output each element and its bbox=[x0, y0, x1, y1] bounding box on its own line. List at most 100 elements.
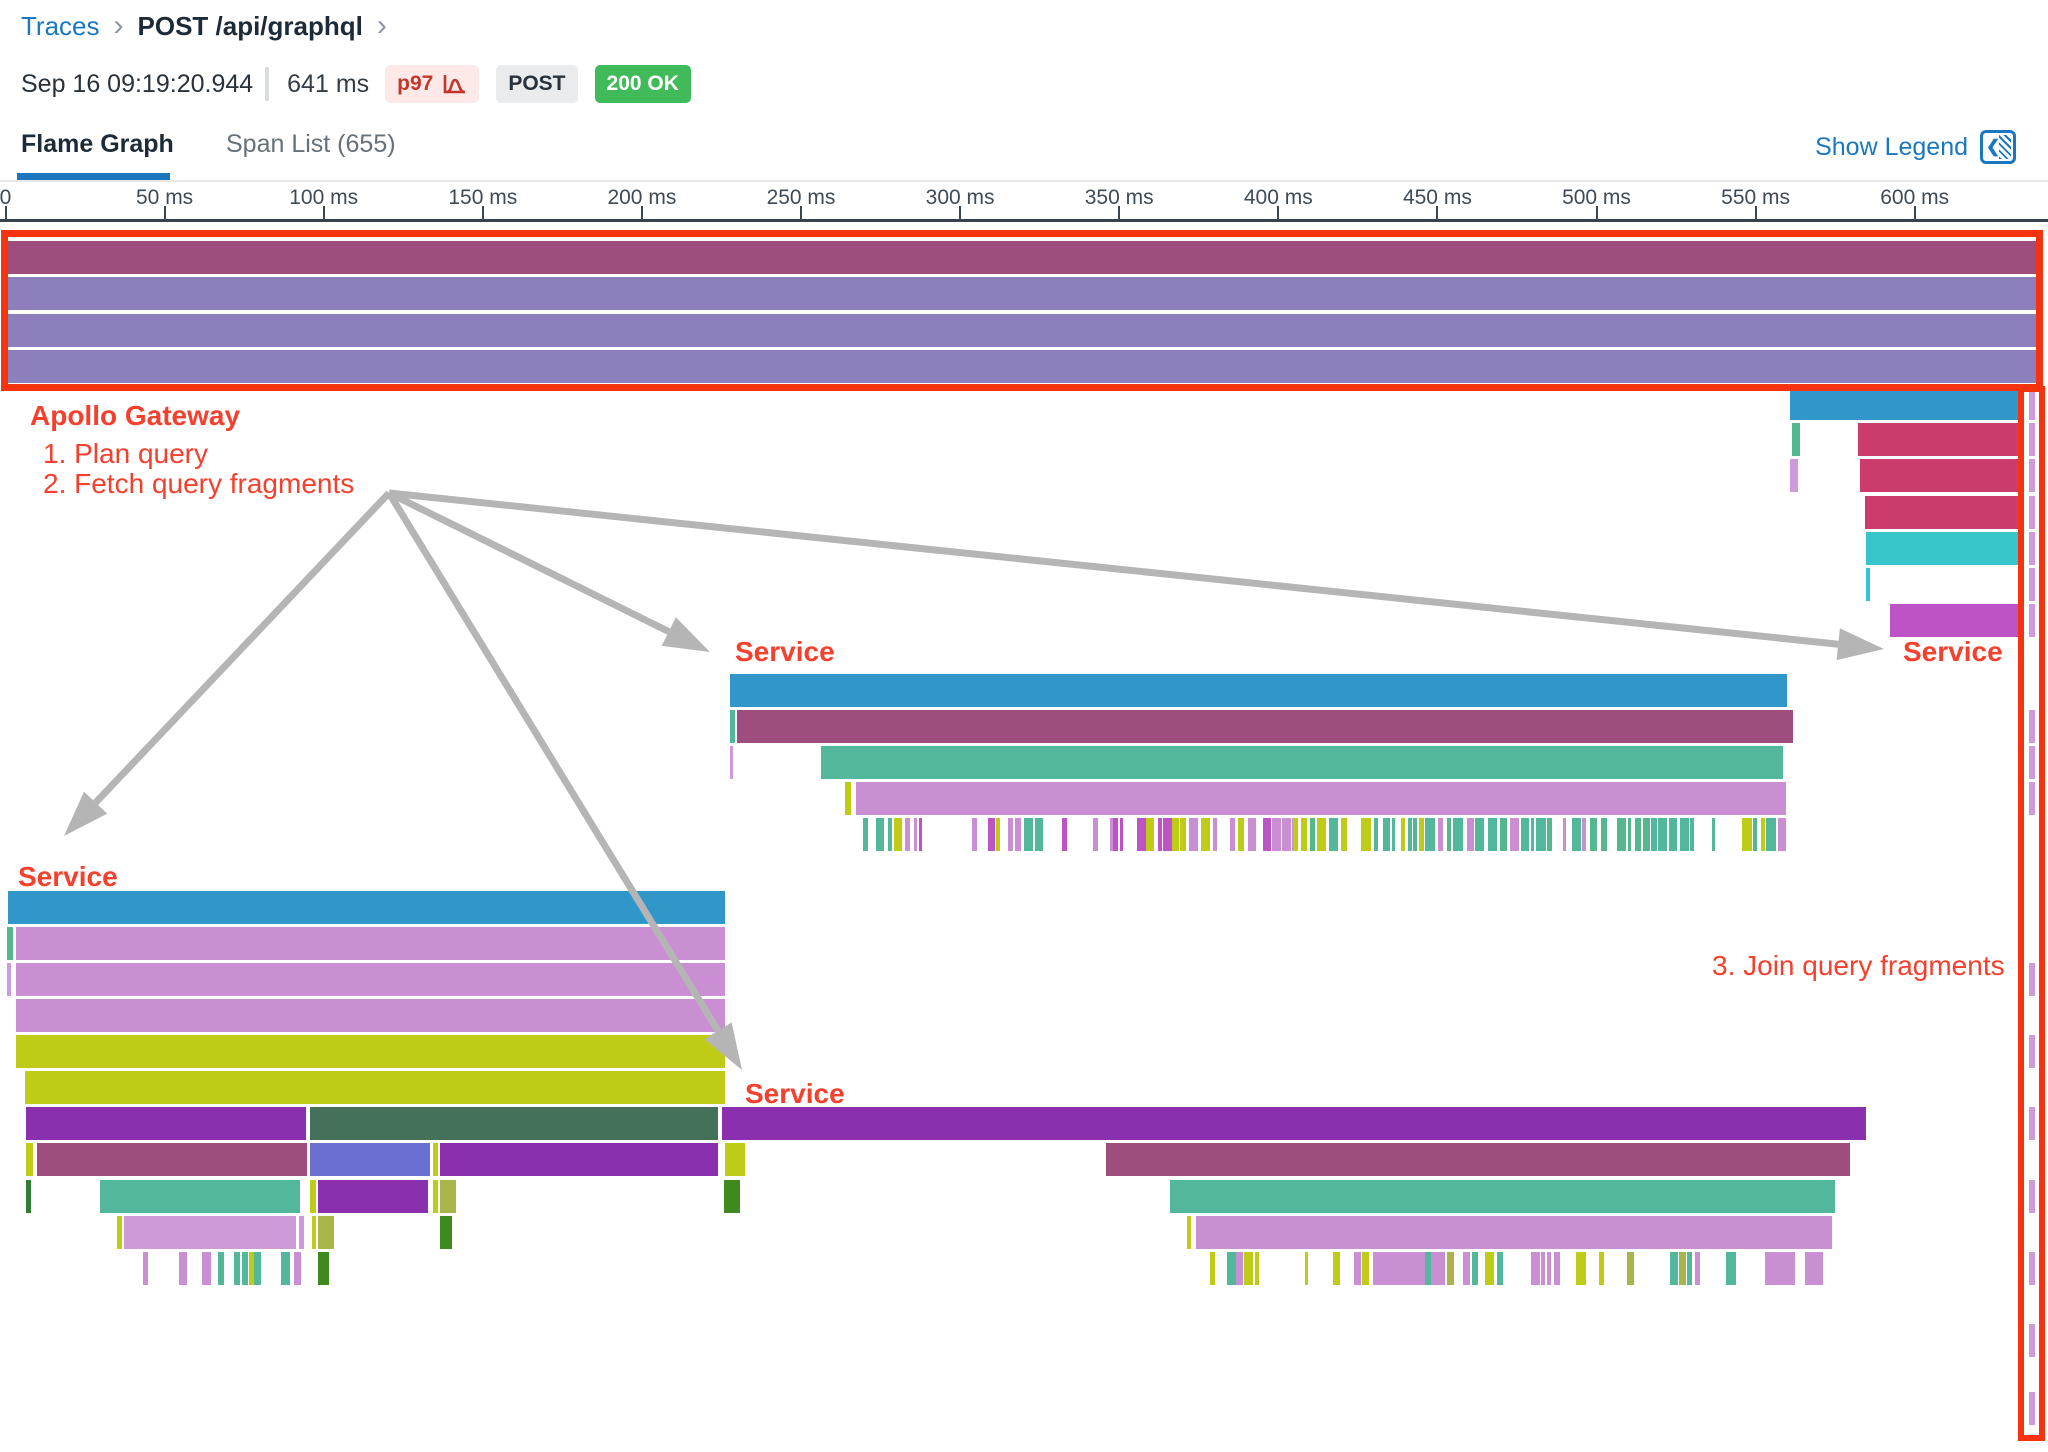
span-bar[interactable] bbox=[16, 999, 725, 1032]
span-bar[interactable] bbox=[1187, 1216, 1191, 1249]
span-bar[interactable] bbox=[1890, 604, 2018, 637]
span-bar[interactable] bbox=[1439, 1252, 1444, 1285]
span-bar[interactable] bbox=[1437, 818, 1443, 851]
span-bar[interactable] bbox=[1466, 818, 1475, 851]
span-bar[interactable] bbox=[1765, 1252, 1795, 1285]
span-bar[interactable] bbox=[1272, 818, 1282, 851]
span-bar[interactable] bbox=[1034, 818, 1044, 851]
span-bar[interactable] bbox=[249, 1252, 254, 1285]
span-bar[interactable] bbox=[1316, 818, 1326, 851]
percentile-chip[interactable]: p97 bbox=[385, 65, 480, 103]
span-bar[interactable] bbox=[1341, 818, 1347, 851]
span-bar[interactable] bbox=[1023, 818, 1034, 851]
span-bar[interactable] bbox=[16, 927, 725, 960]
span-bar[interactable] bbox=[16, 1035, 725, 1068]
span-bar[interactable] bbox=[1361, 818, 1371, 851]
span-bar[interactable] bbox=[1858, 423, 2023, 456]
span-bar[interactable] bbox=[737, 710, 1793, 743]
span-bar[interactable] bbox=[8, 241, 2036, 274]
span-bar[interactable] bbox=[1668, 818, 1678, 851]
span-bar[interactable] bbox=[1293, 818, 1298, 851]
span-bar[interactable] bbox=[2029, 532, 2035, 565]
span-bar[interactable] bbox=[1329, 818, 1338, 851]
span-bar[interactable] bbox=[124, 1216, 296, 1249]
span-bar[interactable] bbox=[2029, 604, 2035, 637]
span-bar[interactable] bbox=[37, 1143, 307, 1176]
span-bar[interactable] bbox=[7, 927, 13, 960]
span-bar[interactable] bbox=[1643, 818, 1651, 851]
span-bar[interactable] bbox=[433, 1180, 438, 1213]
span-bar[interactable] bbox=[2029, 1035, 2035, 1068]
span-bar[interactable] bbox=[1392, 818, 1396, 851]
span-bar[interactable] bbox=[1459, 818, 1463, 851]
span-bar[interactable] bbox=[1589, 818, 1598, 851]
span-bar[interactable] bbox=[1628, 818, 1632, 851]
span-bar[interactable] bbox=[1546, 1252, 1551, 1285]
span-bar[interactable] bbox=[440, 1143, 718, 1176]
span-bar[interactable] bbox=[1600, 818, 1607, 851]
span-bar[interactable] bbox=[1463, 1252, 1470, 1285]
span-bar[interactable] bbox=[26, 1143, 33, 1176]
span-bar[interactable] bbox=[1447, 1252, 1454, 1285]
span-bar[interactable] bbox=[1572, 818, 1582, 851]
span-bar[interactable] bbox=[8, 350, 2036, 383]
span-bar[interactable] bbox=[1446, 818, 1452, 851]
span-bar[interactable] bbox=[1425, 1252, 1432, 1285]
span-bar[interactable] bbox=[25, 1071, 725, 1104]
span-bar[interactable] bbox=[1598, 1252, 1604, 1285]
span-bar[interactable] bbox=[1680, 818, 1689, 851]
span-bar[interactable] bbox=[1790, 459, 1798, 492]
span-bar[interactable] bbox=[254, 1252, 262, 1285]
span-bar[interactable] bbox=[987, 818, 996, 851]
span-bar[interactable] bbox=[241, 1252, 249, 1285]
span-bar[interactable] bbox=[919, 818, 923, 851]
span-bar[interactable] bbox=[318, 1180, 428, 1213]
span-bar[interactable] bbox=[2029, 568, 2035, 601]
span-bar[interactable] bbox=[1382, 818, 1391, 851]
span-bar[interactable] bbox=[8, 891, 725, 924]
span-bar[interactable] bbox=[201, 1252, 212, 1285]
span-bar[interactable] bbox=[1354, 1252, 1362, 1285]
span-bar[interactable] bbox=[440, 1180, 456, 1213]
span-bar[interactable] bbox=[1113, 818, 1118, 851]
span-bar[interactable] bbox=[1424, 818, 1435, 851]
span-bar[interactable] bbox=[1650, 818, 1657, 851]
span-bar[interactable] bbox=[1510, 818, 1520, 851]
span-bar[interactable] bbox=[1627, 1252, 1634, 1285]
span-bar[interactable] bbox=[1452, 818, 1460, 851]
tab-span-list[interactable]: Span List (655) bbox=[226, 130, 396, 158]
span-bar[interactable] bbox=[1540, 1252, 1546, 1285]
span-bar[interactable] bbox=[1485, 1252, 1494, 1285]
span-bar[interactable] bbox=[1865, 496, 2023, 529]
span-bar[interactable] bbox=[318, 1252, 329, 1285]
span-bar[interactable] bbox=[1008, 818, 1013, 851]
span-bar[interactable] bbox=[1766, 818, 1777, 851]
span-bar[interactable] bbox=[1790, 387, 2023, 420]
span-bar[interactable] bbox=[913, 818, 917, 851]
span-bar[interactable] bbox=[724, 1180, 740, 1213]
span-bar[interactable] bbox=[2029, 746, 2035, 779]
span-bar[interactable] bbox=[1332, 1252, 1341, 1285]
span-bar[interactable] bbox=[856, 782, 1786, 815]
span-bar[interactable] bbox=[1145, 818, 1155, 851]
span-bar[interactable] bbox=[1227, 1252, 1236, 1285]
span-bar[interactable] bbox=[995, 818, 1000, 851]
span-bar[interactable] bbox=[1536, 818, 1546, 851]
span-bar[interactable] bbox=[1725, 1252, 1736, 1285]
span-bar[interactable] bbox=[2029, 387, 2035, 420]
span-bar[interactable] bbox=[293, 1252, 301, 1285]
span-bar[interactable] bbox=[1712, 818, 1716, 851]
span-bar[interactable] bbox=[1520, 818, 1530, 851]
span-bar[interactable] bbox=[2029, 1252, 2035, 1285]
span-bar[interactable] bbox=[876, 818, 885, 851]
span-bar[interactable] bbox=[440, 1216, 452, 1249]
span-bar[interactable] bbox=[1475, 818, 1485, 851]
span-bar[interactable] bbox=[26, 1180, 31, 1213]
tab-flame-graph[interactable]: Flame Graph bbox=[21, 130, 174, 158]
span-bar[interactable] bbox=[1670, 1252, 1678, 1285]
show-legend-button[interactable]: Show Legend ❮ bbox=[1815, 130, 2016, 164]
span-bar[interactable] bbox=[318, 1216, 334, 1249]
span-bar[interactable] bbox=[1119, 818, 1123, 851]
span-bar[interactable] bbox=[2029, 782, 2035, 815]
span-bar[interactable] bbox=[1554, 1252, 1561, 1285]
